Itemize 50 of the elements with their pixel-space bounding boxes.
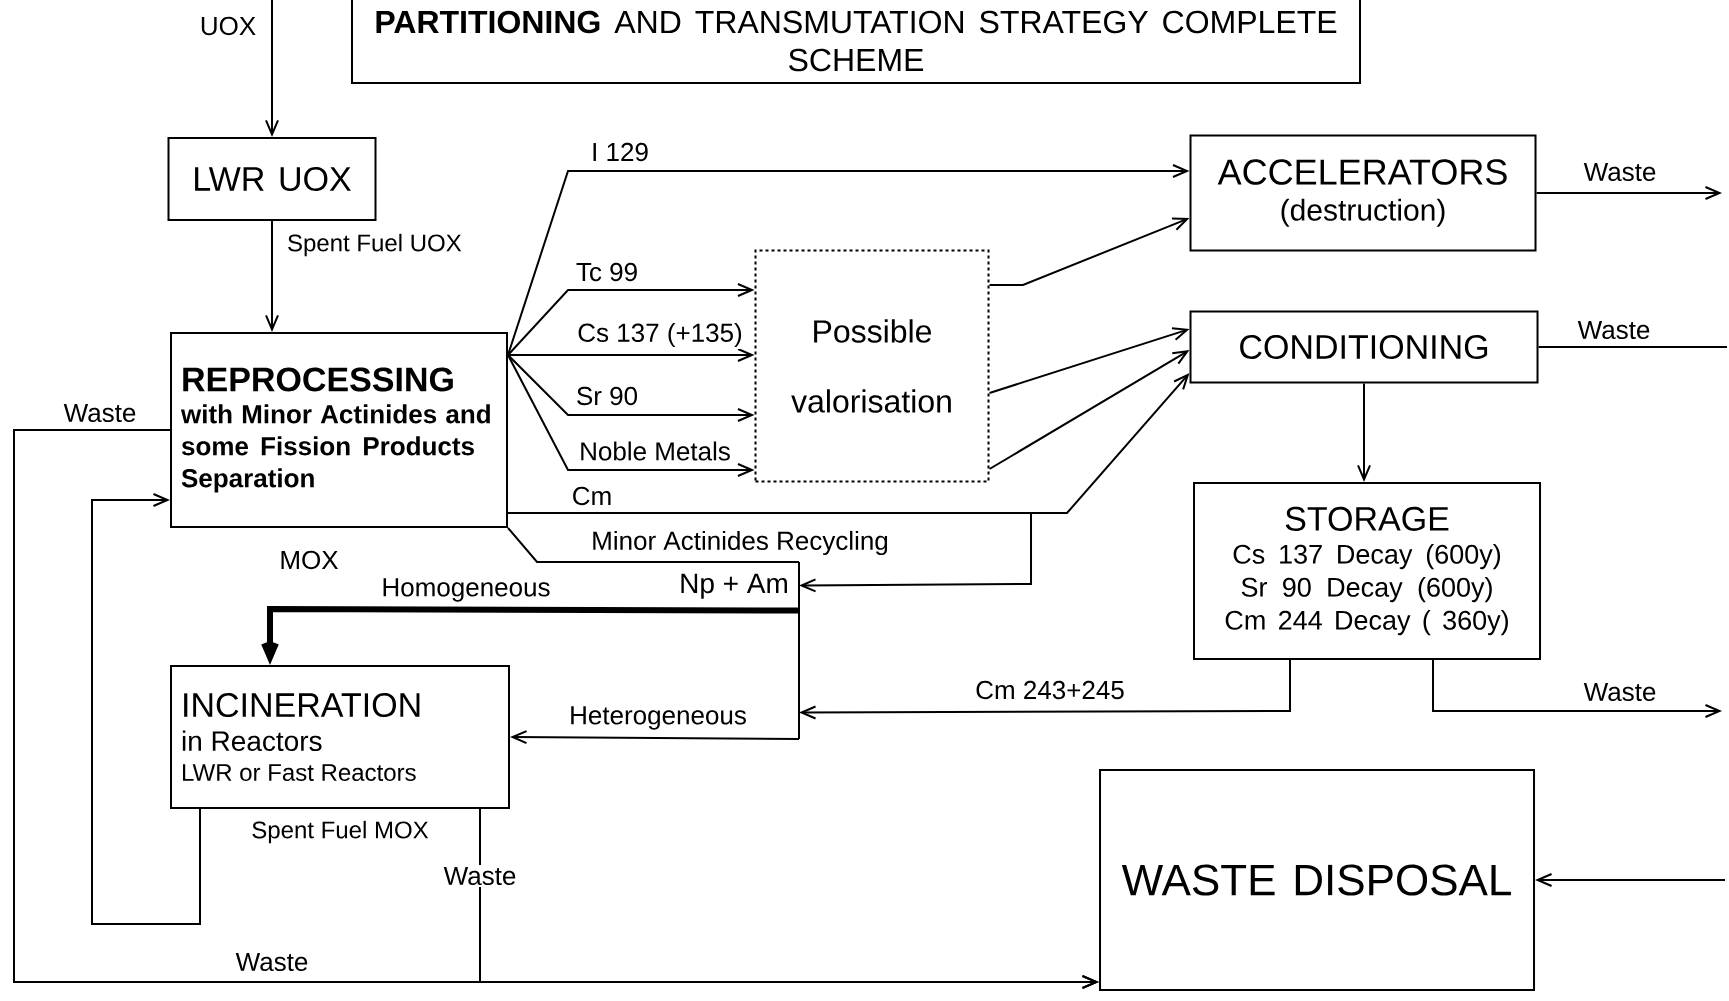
node-label: Spent Fuel MOX <box>252 820 429 844</box>
edge-label: Minor Actinides Recycling <box>589 528 891 558</box>
arrow <box>988 327 1190 394</box>
arrow <box>507 354 755 422</box>
arrow <box>507 164 1190 356</box>
edge-label: Tc 99 <box>573 260 641 284</box>
arrow <box>1432 659 1722 718</box>
edge-label: Waste <box>1581 160 1659 184</box>
arrow <box>507 354 755 477</box>
edge-label: Waste <box>1581 680 1659 704</box>
arrow <box>265 0 279 137</box>
arrow <box>507 348 755 362</box>
arrow <box>507 512 1032 593</box>
arrow <box>1535 186 1722 200</box>
title-box: PARTITIONING AND TRANSMUTATION STRATEGY COMPLETE SCHEME <box>351 0 1361 84</box>
edge-label: Sr 90 <box>573 384 641 408</box>
reactor-box: LWR UOX <box>167 137 377 221</box>
edge-label: Waste <box>61 401 139 425</box>
arrow <box>265 220 279 332</box>
node-label: Spent Fuel UOX <box>288 233 462 257</box>
process-box: CONDITIONING <box>1189 310 1539 384</box>
arrow <box>261 606 799 665</box>
storage-box: STORAGE Cs 137 Decay (600y) Sr 90 Decay (600y) Cm 244 Decay ( 360y) <box>1193 482 1541 660</box>
edge-label: Cm <box>569 484 615 508</box>
arrow <box>1357 382 1371 482</box>
edge-label: UOX <box>197 14 259 38</box>
arrow <box>799 659 1291 720</box>
reactor-box: INCINERATION in Reactors LWR or Fast Reactors <box>170 665 510 809</box>
arrow <box>91 493 201 925</box>
process-box: Possible valorisation <box>754 249 990 483</box>
process-box: REPROCESSING with Minor Actinides and some Fission Products Separation <box>170 332 508 528</box>
arrow <box>1535 873 1726 887</box>
arrow <box>988 350 1190 470</box>
edge-label: Cm 243+245 <box>973 678 1127 702</box>
flow-label: Waste <box>233 950 311 974</box>
edge-label: Heterogeneous <box>567 704 749 732</box>
edge-label: Noble Metals <box>577 439 733 463</box>
edge-label: Waste <box>441 864 519 888</box>
flow-label: MOX <box>277 548 341 572</box>
disposal-box: WASTE DISPOSAL <box>1099 769 1535 991</box>
arrow <box>988 217 1190 286</box>
edge-label: Cs 137 (+135) <box>575 320 745 350</box>
junction-label: Np + Am <box>681 573 787 599</box>
edge-label: I 129 <box>589 140 651 164</box>
edge-label: Homogeneous <box>379 576 553 604</box>
arrow <box>507 283 755 356</box>
process-box: ACCELERATORS (destruction) <box>1189 134 1537 252</box>
arrow <box>479 808 1100 989</box>
arrow <box>510 730 800 745</box>
edge-label: Waste <box>1575 318 1653 342</box>
